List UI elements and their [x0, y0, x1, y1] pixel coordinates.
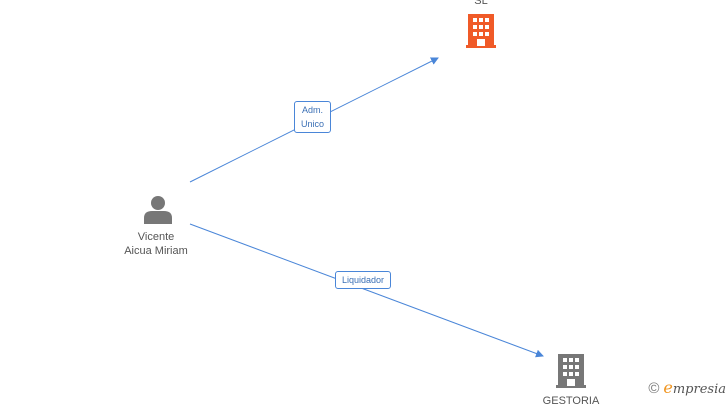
edge-label-line1: Adm.: [302, 105, 324, 115]
edge-liquidador: [189, 223, 544, 358]
person-icon[interactable]: [143, 194, 173, 224]
person-name-line2: Aicua Miriam: [124, 245, 188, 257]
brand-watermark: ©empresia: [648, 378, 726, 397]
edge-label-line2: Unico: [301, 119, 325, 129]
person-name[interactable]: Vicente Aicua Miriam: [106, 230, 206, 258]
person-name-line1: Vicente: [137, 231, 175, 243]
company-bottom-label[interactable]: GESTORIA: [542, 395, 600, 407]
company-top-label[interactable]: SL: [474, 0, 488, 7]
edge-label-liquidador: Liquidador: [335, 271, 392, 289]
brand-name: mpresia: [672, 382, 726, 397]
copyright-symbol: ©: [648, 380, 660, 397]
edge-label-adm-unico: Adm. Unico: [294, 101, 332, 133]
building-icon[interactable]: [466, 14, 496, 48]
building-icon[interactable]: [556, 354, 586, 388]
brand-initial: e: [663, 378, 673, 397]
